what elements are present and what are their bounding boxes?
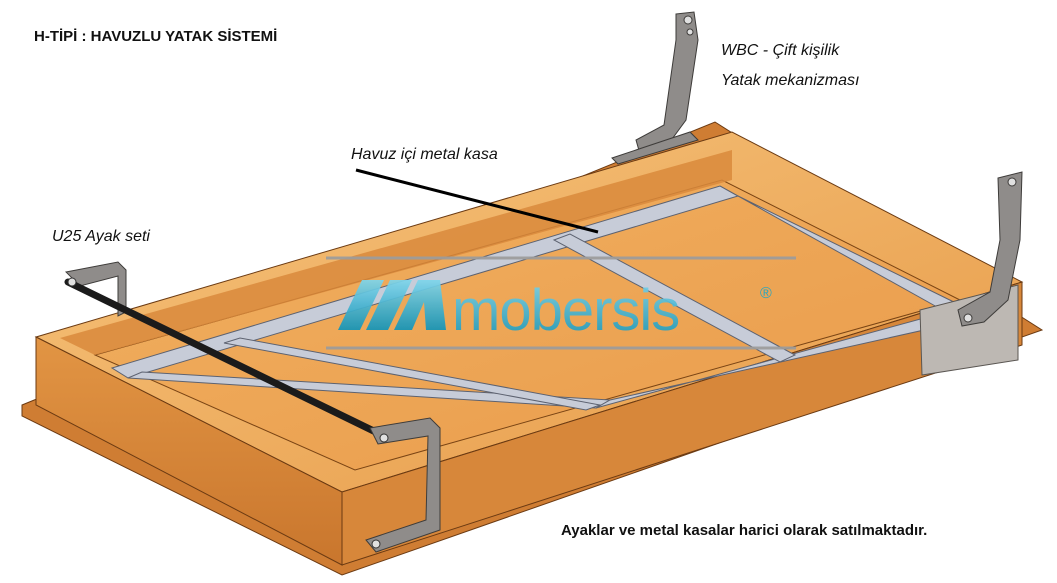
metal-frame-leader-line — [355, 168, 599, 234]
diagram-title: H-TİPİ : HAVUZLU YATAK SİSTEMİ — [34, 28, 278, 45]
wbc-mechanism-back — [611, 11, 699, 165]
u25-leg-set — [64, 261, 441, 553]
mobersis-logo-mark — [338, 280, 446, 330]
bed-inner-back-wall — [60, 150, 732, 355]
footer-note: Ayaklar ve metal kasalar harici olarak s… — [561, 522, 928, 539]
mobersis-watermark: mobersis ® — [326, 256, 796, 350]
registered-mark: ® — [760, 285, 772, 302]
label-leg-set: U25 Ayak seti — [52, 228, 150, 245]
wbc-mechanism-front — [957, 171, 1023, 327]
label-metal-frame: Havuz içi metal kasa — [351, 146, 498, 163]
bed-right-side — [341, 281, 1023, 566]
mobersis-wordmark: mobersis — [452, 278, 679, 343]
label-wbc-line1: WBC - Çift kişilik — [721, 42, 840, 59]
label-wbc-line2: Yatak mekanizması — [721, 72, 860, 89]
